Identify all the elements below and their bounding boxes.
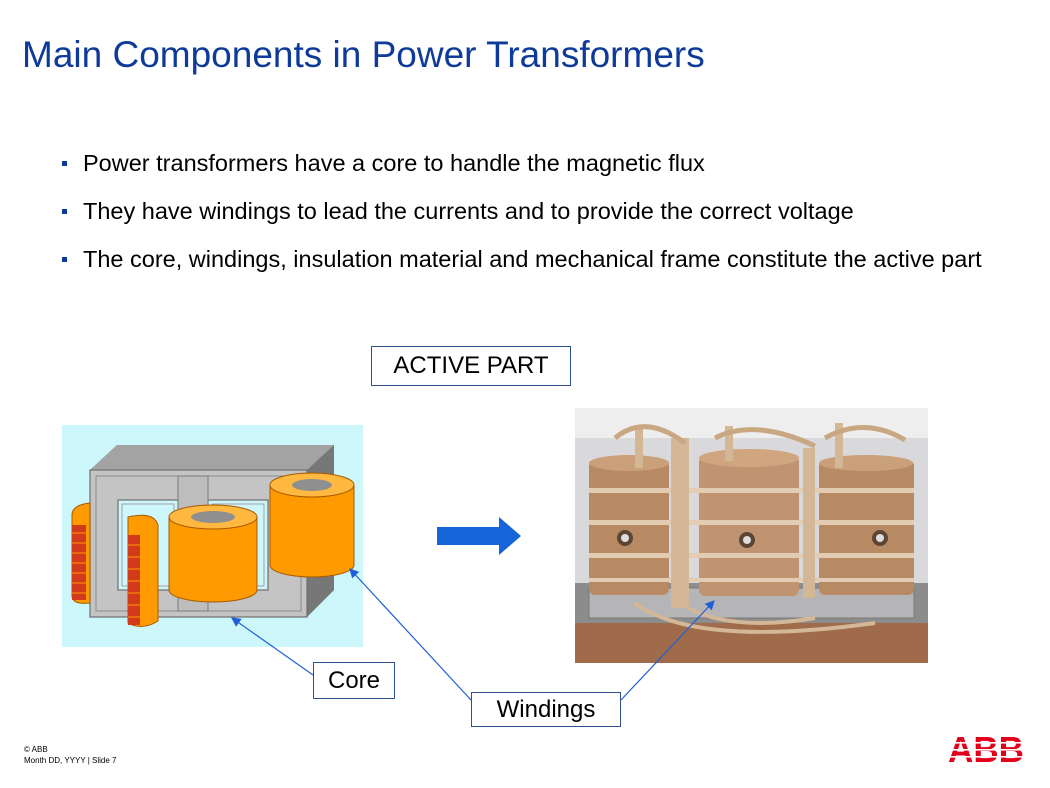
bullet-text: Power transformers have a core to handle… — [83, 150, 705, 176]
footer: © ABB Month DD, YYYY | Slide 7 — [24, 744, 117, 766]
bullet-item: They have windings to lead the currents … — [62, 196, 1012, 227]
core-label: Core — [313, 662, 395, 699]
windings-label: Windings — [471, 692, 621, 727]
active-part-photo — [575, 408, 928, 663]
bullet-text: They have windings to lead the currents … — [83, 198, 854, 224]
copyright-text: © ABB — [24, 745, 48, 754]
bullet-text: The core, windings, insulation material … — [83, 246, 982, 272]
bullet-item: Power transformers have a core to handle… — [62, 148, 1012, 179]
bullet-item: The core, windings, insulation material … — [62, 244, 1012, 275]
bullet-icon — [62, 257, 67, 262]
bullet-icon — [62, 209, 67, 214]
right-arrow-icon — [437, 517, 521, 555]
abb-logo: ABB — [948, 733, 1024, 765]
bullet-icon — [62, 161, 67, 166]
active-part-label: ACTIVE PART — [371, 346, 571, 386]
bullet-list: Power transformers have a core to handle… — [62, 148, 1012, 292]
slide-title: Main Components in Power Transformers — [22, 34, 705, 75]
date-slide-text: Month DD, YYYY | Slide 7 — [24, 756, 117, 765]
core-diagram — [62, 425, 363, 647]
